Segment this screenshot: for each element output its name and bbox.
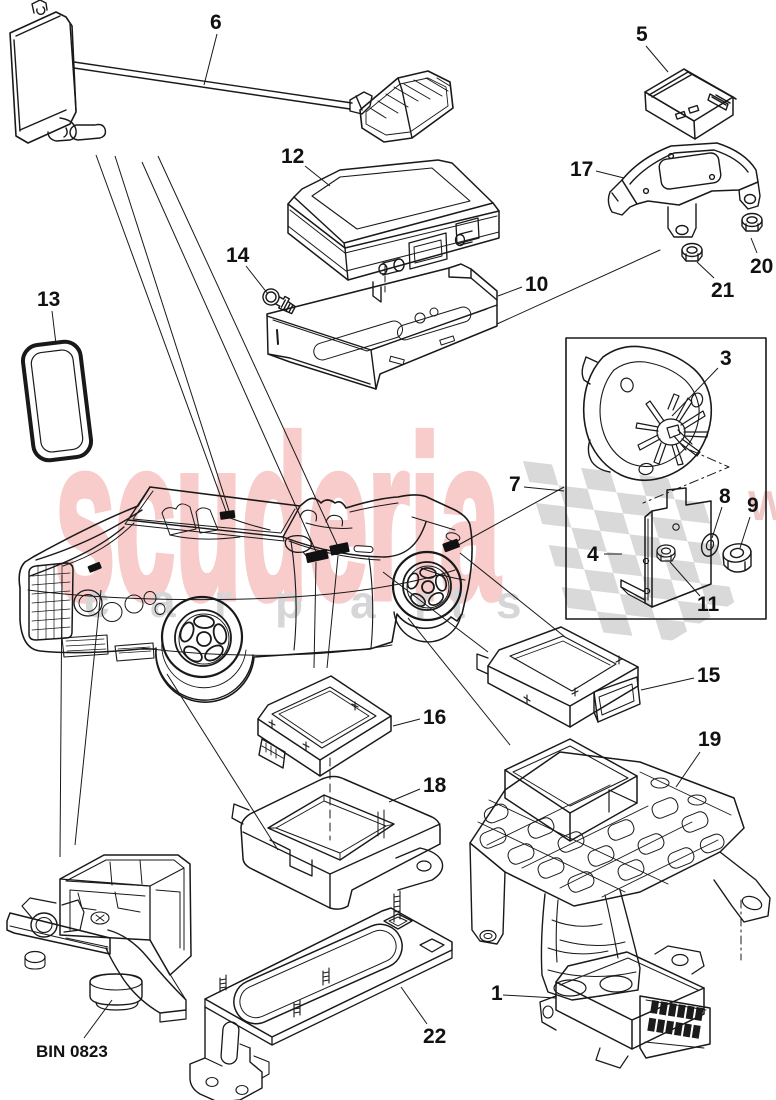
svg-text:13: 13 bbox=[37, 288, 60, 311]
svg-text:10: 10 bbox=[525, 273, 548, 296]
svg-text:3: 3 bbox=[720, 347, 732, 370]
svg-text:14: 14 bbox=[226, 244, 250, 267]
svg-text:12: 12 bbox=[281, 145, 304, 168]
svg-text:W: W bbox=[748, 482, 776, 529]
svg-text:20: 20 bbox=[750, 255, 773, 278]
svg-text:9: 9 bbox=[747, 494, 759, 517]
svg-text:11: 11 bbox=[697, 593, 720, 616]
svg-text:4: 4 bbox=[587, 543, 599, 566]
svg-text:22: 22 bbox=[423, 1025, 446, 1048]
svg-text:19: 19 bbox=[698, 728, 721, 751]
svg-text:7: 7 bbox=[509, 473, 521, 496]
svg-text:16: 16 bbox=[423, 706, 446, 729]
svg-text:6: 6 bbox=[210, 11, 222, 34]
svg-text:BIN 0823: BIN 0823 bbox=[36, 1042, 108, 1061]
svg-text:5: 5 bbox=[636, 23, 648, 46]
svg-text:a: a bbox=[150, 575, 176, 627]
svg-text:21: 21 bbox=[711, 279, 735, 302]
svg-text:s: s bbox=[496, 576, 522, 628]
svg-text:p: p bbox=[275, 576, 303, 628]
svg-text:8: 8 bbox=[719, 485, 731, 508]
svg-text:15: 15 bbox=[697, 664, 721, 687]
svg-text:18: 18 bbox=[423, 774, 447, 797]
svg-text:1: 1 bbox=[491, 982, 503, 1005]
svg-text:17: 17 bbox=[570, 158, 593, 181]
